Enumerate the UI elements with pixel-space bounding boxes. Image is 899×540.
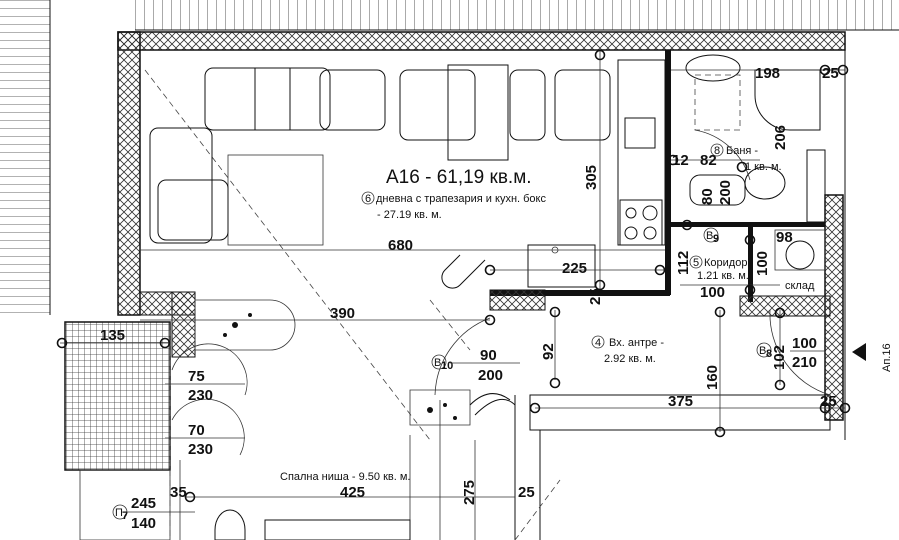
window-height: 230 bbox=[188, 441, 213, 458]
roof-hatch bbox=[0, 0, 899, 315]
window-height: 140 bbox=[131, 515, 156, 532]
dim-25-entry: 25 bbox=[820, 393, 837, 410]
bathroom-area: 1 кв. м. bbox=[745, 161, 782, 173]
door-tag-letter: В bbox=[759, 345, 766, 357]
dim-112: 112 bbox=[675, 251, 692, 275]
dim-25-bath: 25 bbox=[822, 65, 839, 82]
section-lines bbox=[144, 69, 561, 540]
door-width: 80 bbox=[699, 188, 716, 205]
entry-name: Вх. антре - bbox=[609, 337, 664, 349]
apartment-title: А16 - 61,19 кв.м. bbox=[386, 167, 532, 188]
bathroom-name: Баня - bbox=[726, 145, 758, 157]
window-tag-2: 70 230 bbox=[165, 422, 245, 458]
entry-area: 2.92 кв. м. bbox=[604, 353, 656, 365]
door-width: 100 bbox=[792, 335, 817, 352]
window-tag-letter: П bbox=[115, 507, 123, 519]
room-number-bathroom: 8 bbox=[714, 145, 720, 157]
entrance-label: Ап.16 bbox=[881, 343, 893, 372]
dim-198: 198 bbox=[755, 65, 780, 82]
bedroom-label: Спална ниша - 9.50 кв. м. bbox=[280, 471, 410, 483]
dim-35: 35 bbox=[170, 484, 187, 501]
door-height: 210 bbox=[792, 354, 817, 371]
bed bbox=[214, 509, 411, 540]
dim-100-vertical: 100 bbox=[754, 251, 771, 276]
door-tag-number: 9 bbox=[713, 233, 719, 245]
dim-225: 225 bbox=[562, 260, 587, 277]
window-width: 70 bbox=[188, 422, 205, 439]
labels: А16 - 61,19 кв.м. 6 дневна с трапезария … bbox=[280, 143, 893, 483]
dim-102: 102 bbox=[771, 345, 788, 370]
dimension-lines bbox=[60, 50, 845, 540]
dimension-texts: 305 680 225 390 135 92 160 375 25 25 25 … bbox=[100, 65, 839, 505]
corridor-name: Коридор bbox=[704, 257, 747, 269]
sofa bbox=[149, 67, 331, 246]
door-width: 90 bbox=[480, 347, 497, 364]
furniture bbox=[149, 54, 826, 540]
door-height: 200 bbox=[717, 180, 734, 205]
dim-390: 390 bbox=[330, 305, 355, 322]
storage-label: склад bbox=[785, 280, 815, 292]
corridor-area: 1.21 кв. м. bbox=[697, 270, 749, 282]
door-tag-b9: В 9 80 200 bbox=[699, 180, 734, 245]
dim-25-bed: 25 bbox=[518, 484, 535, 501]
exterior-walls bbox=[117, 31, 846, 440]
window-tag-number: 7 bbox=[122, 510, 128, 522]
door-tag-letter: В bbox=[706, 230, 713, 242]
room-number-entry: 4 bbox=[595, 337, 601, 349]
room-number-corridor: 5 bbox=[693, 257, 699, 269]
door-swings bbox=[171, 129, 831, 456]
window-width: 245 bbox=[131, 495, 156, 512]
window-tag-1: 75 230 bbox=[165, 368, 245, 404]
entrance-marker: Ап.16 bbox=[852, 343, 893, 372]
dim-375: 375 bbox=[668, 393, 693, 410]
living-room-name: дневна с трапезария и кухн. бокс bbox=[376, 193, 546, 205]
interior-walls bbox=[140, 50, 831, 540]
dim-305: 305 bbox=[583, 165, 600, 190]
dim-160: 160 bbox=[704, 365, 721, 390]
window-height: 230 bbox=[188, 387, 213, 404]
dim-98: 98 bbox=[776, 229, 793, 246]
kitchen-counter bbox=[441, 59, 666, 289]
door-tag-number: 8 bbox=[766, 348, 772, 360]
balcony bbox=[64, 321, 181, 540]
dim-25-wall: 25 bbox=[587, 288, 604, 305]
dim-425: 425 bbox=[340, 484, 365, 501]
bathroom-fixtures bbox=[685, 54, 826, 271]
door-tag-letter: В bbox=[434, 357, 441, 369]
room-number-living: 6 bbox=[365, 193, 371, 205]
dim-82: 82 bbox=[700, 152, 717, 169]
door-tag-number: 10 bbox=[441, 360, 453, 372]
dim-275: 275 bbox=[461, 480, 478, 505]
dim-135: 135 bbox=[100, 327, 125, 344]
dining-table bbox=[157, 64, 611, 241]
dim-680: 680 bbox=[388, 237, 413, 254]
door-height: 200 bbox=[478, 367, 503, 384]
dim-206: 206 bbox=[772, 125, 789, 150]
dim-100-corridor: 100 bbox=[700, 284, 725, 301]
plants bbox=[194, 299, 516, 426]
window-tag-p7: П 7 245 140 bbox=[112, 495, 195, 532]
dimension-markers bbox=[56, 49, 851, 503]
living-room-area: - 27.19 кв. м. bbox=[377, 209, 442, 221]
door-tag-b8: В 8 100 210 bbox=[756, 335, 825, 371]
dim-92: 92 bbox=[540, 343, 557, 360]
dim-12: 12 bbox=[672, 152, 689, 169]
door-tag-b10: В 10 90 200 bbox=[431, 347, 520, 384]
window-width: 75 bbox=[188, 368, 205, 385]
